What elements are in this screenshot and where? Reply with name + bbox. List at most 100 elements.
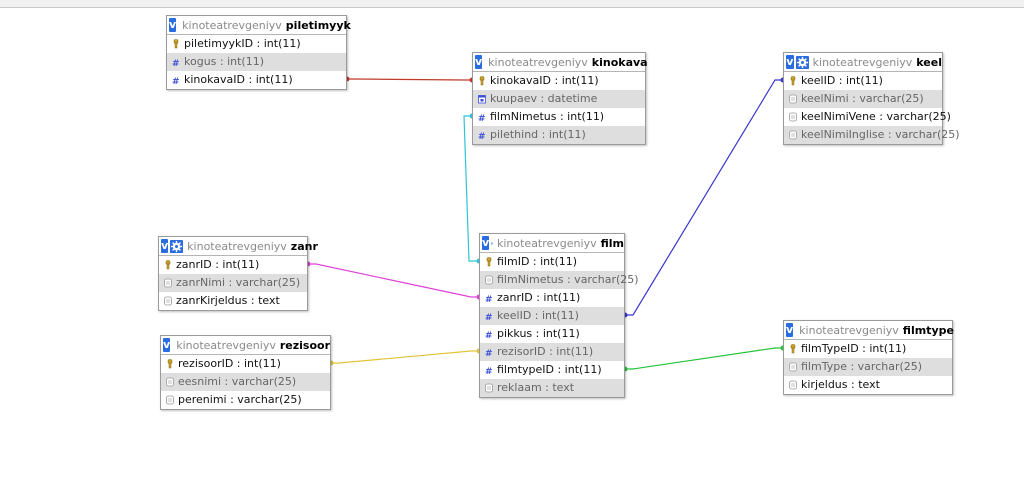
svg-text:#: #	[478, 132, 486, 142]
numeric-column-icon: #	[485, 349, 493, 359]
gear-icon[interactable]	[491, 237, 493, 250]
column-label: pikkus : int(11)	[497, 327, 580, 340]
numeric-column-icon: #	[478, 132, 486, 142]
column-row[interactable]: zanrID : int(11)	[159, 256, 307, 274]
key-icon	[167, 359, 173, 369]
column-label: filmID : int(11)	[497, 255, 578, 268]
column-label: eesnimi : varchar(25)	[178, 375, 297, 388]
key-icon	[479, 76, 485, 86]
column-label: kogus : int(11)	[184, 55, 265, 68]
text-column-icon	[164, 296, 172, 306]
toggle-columns-button[interactable]: v	[786, 55, 794, 69]
table-name: kinokava	[591, 55, 648, 69]
toggle-columns-button[interactable]: v	[786, 323, 794, 337]
key-icon	[790, 344, 796, 354]
toggle-columns-button[interactable]: v	[161, 239, 169, 253]
relation-line-2	[625, 79, 783, 316]
text-column-icon	[166, 377, 174, 387]
column-label: filmTypeID : int(11)	[801, 342, 907, 355]
column-row[interactable]: keelID : int(11)	[784, 72, 942, 90]
column-row[interactable]: reklaam : text	[480, 379, 624, 397]
column-row[interactable]: perenimi : varchar(25)	[161, 391, 330, 409]
column-label: keelNimi : varchar(25)	[801, 92, 924, 105]
column-row[interactable]: filmType : varchar(25)	[784, 358, 952, 376]
column-row[interactable]: #keelID : int(11)	[480, 307, 624, 325]
column-row[interactable]: filmTypeID : int(11)	[784, 340, 952, 358]
column-row[interactable]: keelNimiInglise : varchar(25)	[784, 126, 960, 144]
key-icon	[486, 257, 492, 267]
database-name: kinoteatrevgeniyv	[182, 18, 282, 32]
column-label: rezisoorID : int(11)	[178, 357, 281, 370]
column-row[interactable]: rezisoorID : int(11)	[161, 355, 330, 373]
column-label: pilethind : int(11)	[490, 128, 586, 141]
column-row[interactable]: kinokavaID : int(11)	[473, 72, 645, 90]
table-name: filmtype	[902, 323, 954, 337]
column-row[interactable]: # rezisorID : int(11)	[480, 343, 624, 361]
column-row[interactable]: kuupaev : datetime	[473, 90, 645, 108]
numeric-column-icon: #	[172, 77, 180, 87]
column-label: zanrID : int(11)	[497, 291, 581, 304]
gear-icon[interactable]	[795, 55, 809, 69]
column-label: zanrID : int(11)	[176, 258, 260, 271]
column-label: filmNimetus : int(11)	[490, 110, 605, 123]
relation-line-1	[463, 115, 479, 262]
database-name: kinoteatrevgeniyv	[176, 338, 276, 352]
column-label: zanrNimi : varchar(25)	[176, 276, 301, 289]
numeric-column-icon: #	[485, 367, 493, 377]
top-bar	[0, 0, 1024, 8]
toggle-columns-button[interactable]: v	[163, 338, 171, 352]
column-label: rezisorID : int(11)	[497, 345, 594, 358]
column-row[interactable]: zanrNimi : varchar(25)	[159, 274, 307, 292]
column-row[interactable]: filmID : int(11)	[480, 253, 624, 271]
numeric-column-icon: #	[172, 59, 180, 69]
column-row[interactable]: #kinokavaID : int(11)	[167, 71, 346, 89]
column-row[interactable]: # kogus : int(11)	[167, 53, 346, 71]
relation-line-5	[625, 347, 783, 370]
column-row[interactable]: # pikkus : int(11)	[480, 325, 624, 343]
database-name: kinoteatrevgeniyv	[799, 323, 899, 337]
column-label: kirjeldus : text	[801, 378, 880, 391]
column-row[interactable]: # zanrID : int(11)	[480, 289, 624, 307]
numeric-column-icon: #	[485, 295, 493, 305]
toggle-columns-button[interactable]: v	[482, 236, 490, 250]
column-row[interactable]: piletimyykID : int(11)	[167, 35, 346, 53]
svg-text:#: #	[172, 59, 180, 69]
column-label: reklaam : text	[497, 381, 575, 394]
table-name: film	[600, 236, 624, 250]
column-label: zanrKirjeldus : text	[176, 294, 280, 307]
column-row[interactable]: eesnimi : varchar(25)	[161, 373, 330, 391]
toggle-columns-button[interactable]: v	[169, 18, 177, 32]
column-row[interactable]: kirjeldus : text	[784, 376, 952, 394]
column-label: filmtypeID : int(11)	[497, 363, 602, 376]
svg-text:#: #	[485, 349, 493, 359]
column-row[interactable]: filmNimetus : varchar(25)	[480, 271, 639, 289]
column-label: keelNimiVene : varchar(25)	[801, 110, 951, 123]
column-label: keelNimiInglise : varchar(25)	[801, 128, 960, 141]
svg-text:#: #	[485, 331, 493, 341]
column-row[interactable]: keelNimiVene : varchar(25)	[784, 108, 951, 126]
database-name: kinoteatrevgeniyv	[496, 236, 597, 250]
column-label: kuupaev : datetime	[490, 92, 598, 105]
table-name: keel	[916, 55, 942, 69]
column-row[interactable]: #filmNimetus : int(11)	[473, 108, 645, 126]
column-row[interactable]: # filmtypeID : int(11)	[480, 361, 624, 379]
toggle-columns-button[interactable]: v	[475, 55, 483, 69]
column-row[interactable]: # pilethind : int(11)	[473, 126, 645, 144]
column-row[interactable]: keelNimi : varchar(25)	[784, 90, 942, 108]
gear-icon[interactable]	[170, 239, 184, 253]
column-row[interactable]: zanrKirjeldus : text	[159, 292, 307, 310]
